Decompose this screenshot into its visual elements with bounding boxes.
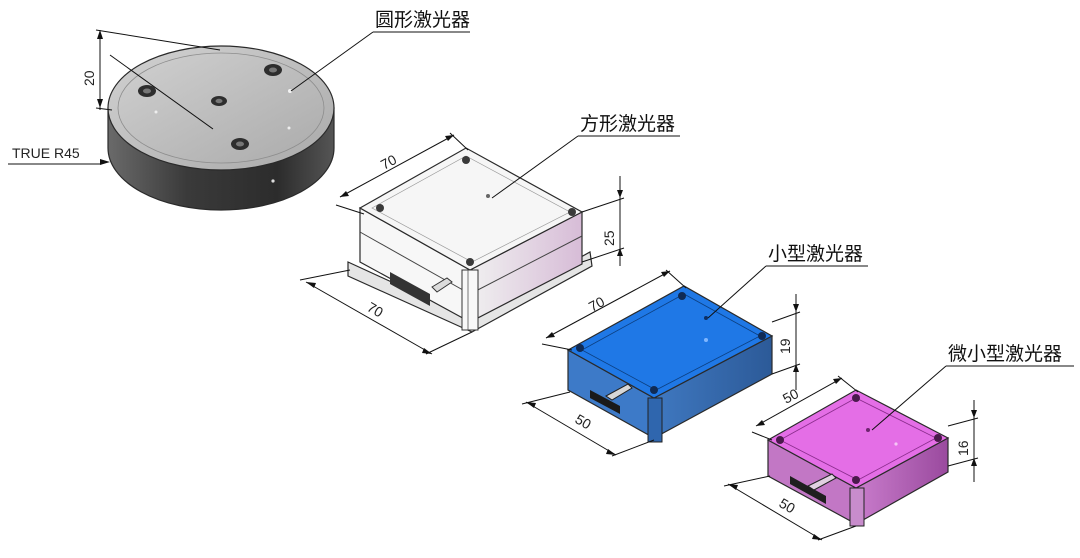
micro-laser	[766, 389, 950, 527]
small-height-dimension: 19	[771, 294, 801, 390]
small-width-dimension: 50	[521, 391, 655, 457]
micro-height-dimension: 16	[947, 400, 979, 482]
square-depth-dimension: 70	[335, 132, 469, 215]
round-height-dimension: 20	[81, 29, 221, 111]
square-label-group: 方形激光器	[491, 113, 680, 199]
round-height-value: 20	[81, 70, 97, 86]
square-laser-label: 方形激光器	[580, 113, 675, 135]
micro-width-dimension: 50	[723, 475, 857, 541]
square-height-value: 25	[601, 230, 617, 246]
small-depth-dimension: 70	[541, 269, 687, 351]
small-depth-value: 70	[586, 293, 607, 315]
micro-corner-screws	[776, 394, 942, 484]
micro-depth-value: 50	[780, 385, 801, 407]
square-width-dimension: 70	[299, 269, 473, 355]
round-label-group: 圆形激光器	[109, 9, 470, 130]
micro-laser-label: 微小型激光器	[948, 343, 1062, 365]
round-laser-top	[107, 45, 335, 171]
micro-width-value: 50	[777, 495, 799, 517]
square-laser	[347, 147, 593, 333]
round-radius-dimension: TRUE R45	[8, 145, 110, 165]
square-depth-value: 70	[378, 151, 399, 173]
small-label-group: 小型激光器	[707, 243, 868, 319]
micro-height-value: 16	[955, 440, 971, 456]
small-laser-label: 小型激光器	[768, 243, 863, 265]
small-height-value: 19	[777, 338, 793, 354]
round-radius-value: TRUE R45	[12, 145, 80, 161]
micro-depth-dimension: 50	[751, 375, 859, 441]
square-height-dimension: 25	[581, 176, 625, 266]
micro-label-group: 微小型激光器	[871, 343, 1074, 431]
round-laser-label: 圆形激光器	[375, 9, 470, 31]
mount-holes	[138, 64, 282, 150]
small-width-value: 50	[573, 411, 595, 433]
small-laser	[566, 285, 774, 443]
square-width-value: 70	[365, 299, 387, 321]
round-laser	[107, 45, 335, 211]
square-corner-screws	[376, 156, 576, 266]
small-corner-screws	[576, 292, 766, 394]
